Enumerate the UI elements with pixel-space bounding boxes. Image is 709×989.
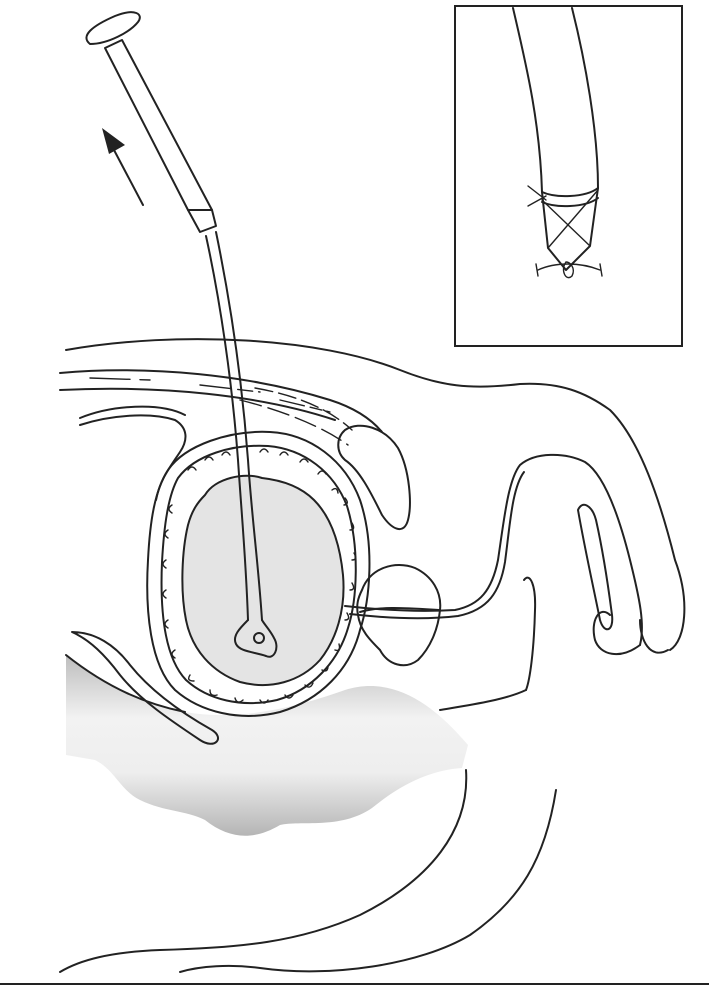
catheter-tip-inset <box>454 5 683 347</box>
penis <box>344 453 669 711</box>
withdrawal-arrow <box>102 128 144 206</box>
suprapubic-catheter <box>205 231 278 658</box>
rectum <box>66 655 468 836</box>
peritoneum <box>79 405 187 501</box>
lower-contour <box>0 631 709 985</box>
abdominal-wall <box>59 338 686 651</box>
bladder <box>146 430 371 717</box>
pubic-symphysis <box>337 424 411 530</box>
syringe <box>85 11 217 233</box>
